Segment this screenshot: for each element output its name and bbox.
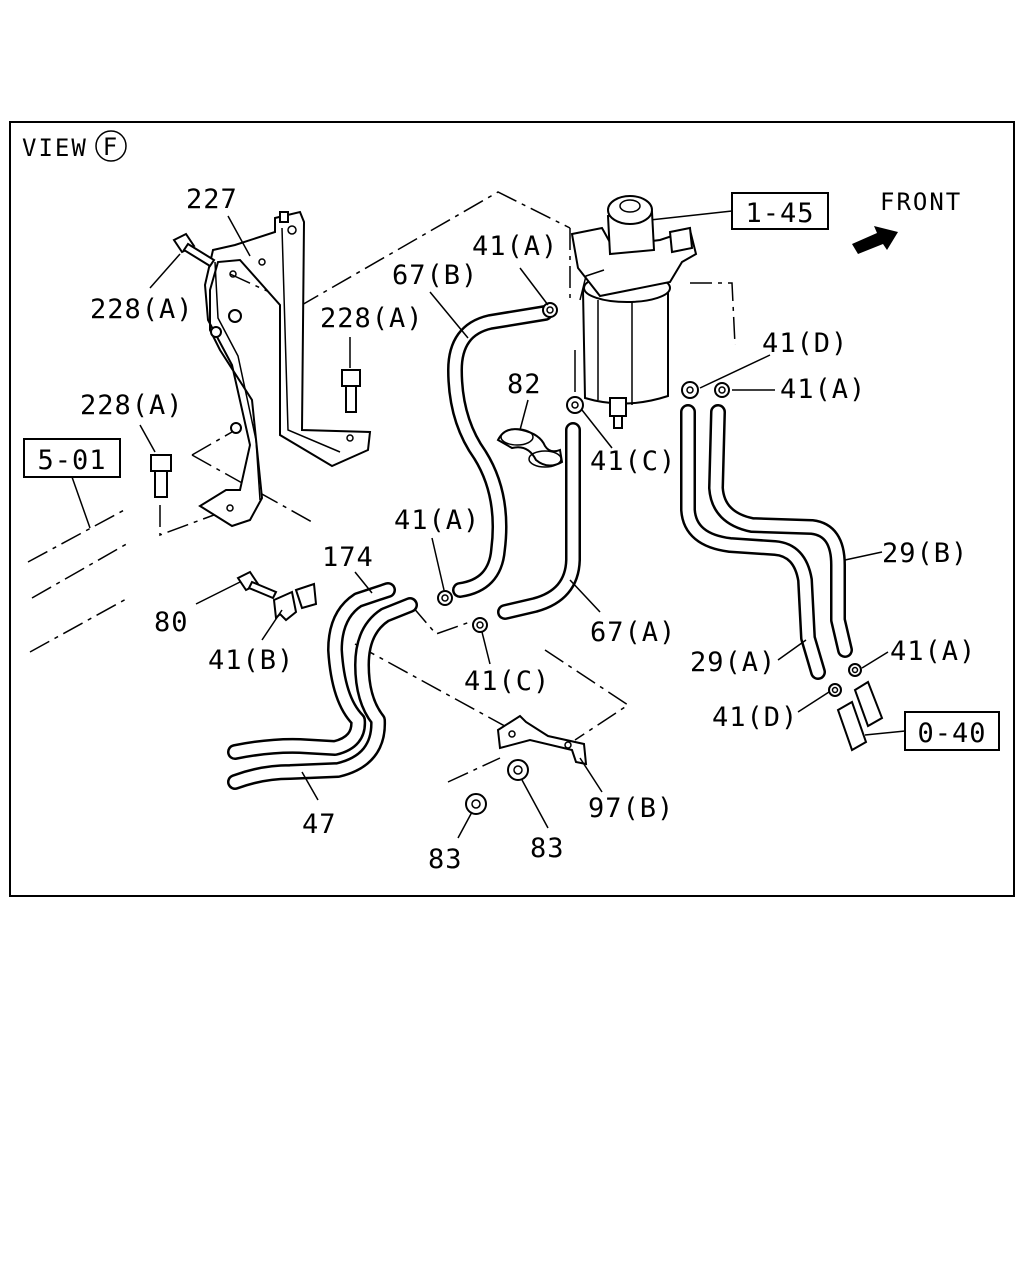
hose-174 (227, 582, 396, 760)
label-67a: 67(A) (590, 617, 676, 648)
label-82: 82 (507, 369, 542, 400)
ref-box-5-01[interactable]: 5-01 (23, 438, 121, 478)
label-228a-1: 228(A) (90, 294, 194, 325)
label-29a: 29(A) (690, 647, 776, 678)
label-97b: 97(B) (588, 793, 674, 824)
tube-0-40 (836, 680, 884, 752)
label-41d-top: 41(D) (762, 328, 848, 359)
label-41a-right: 41(A) (780, 374, 866, 405)
label-227: 227 (186, 184, 238, 215)
front-label: FRONT (880, 188, 962, 216)
label-41a-top: 41(A) (472, 231, 558, 262)
hose-67b (447, 305, 553, 598)
label-80: 80 (154, 607, 189, 638)
label-174: 174 (322, 542, 374, 573)
label-67b: 67(B) (392, 260, 478, 291)
view-letter-circle (95, 130, 127, 162)
bracket-97b (496, 714, 588, 766)
diagram-frame (9, 121, 1015, 897)
label-41b: 41(B) (208, 645, 294, 676)
nut-83-1 (465, 793, 487, 815)
bracket-227 (198, 210, 372, 528)
label-41c-top: 41(C) (590, 446, 676, 477)
ref-5-01-text: 5-01 (37, 445, 106, 476)
label-41c-low: 41(C) (464, 666, 550, 697)
bolt-228a-2 (341, 369, 361, 413)
clamp-41c-low (472, 617, 488, 633)
clamp-41a-top (542, 302, 558, 318)
clamp-41c-top (566, 396, 584, 414)
clamp-41a-low (848, 663, 862, 677)
ref-0-40-text: 0-40 (917, 718, 986, 749)
ref-1-45-text: 1-45 (745, 198, 814, 229)
label-41d-low: 41(D) (712, 702, 798, 733)
hose-67a (497, 422, 581, 620)
ref-box-0-40[interactable]: 0-40 (904, 711, 1000, 751)
bolt-228a-1 (172, 232, 216, 268)
bolt-228a-3 (150, 454, 172, 498)
hose-29b (708, 404, 853, 658)
view-label: VIEW (22, 134, 88, 162)
hose-29a (680, 404, 826, 680)
frame-rail (27, 476, 131, 653)
leader-lines (139, 215, 906, 839)
ref-box-1-45[interactable]: 1-45 (731, 192, 829, 230)
label-41a-low: 41(A) (890, 636, 976, 667)
fuel-filter-1-45 (570, 195, 698, 429)
label-228a-2: 228(A) (320, 303, 424, 334)
clip-41b (272, 582, 318, 622)
label-228a-3: 228(A) (80, 390, 184, 421)
nut-83-2 (507, 759, 529, 781)
label-47: 47 (302, 809, 337, 840)
label-83-1: 83 (428, 844, 463, 875)
label-83-2: 83 (530, 833, 565, 864)
clamp-41a-mid (437, 590, 453, 606)
clip-82 (496, 428, 564, 468)
clamp-41d-top (681, 381, 699, 399)
hose-47 (227, 597, 418, 790)
clamp-41d-low (828, 683, 842, 697)
clamp-41a-right (714, 382, 730, 398)
label-29b: 29(B) (882, 538, 968, 569)
label-41a-mid: 41(A) (394, 505, 480, 536)
view-letter: F (103, 133, 119, 161)
front-arrow-icon (852, 226, 898, 254)
bolt-80 (236, 570, 278, 600)
